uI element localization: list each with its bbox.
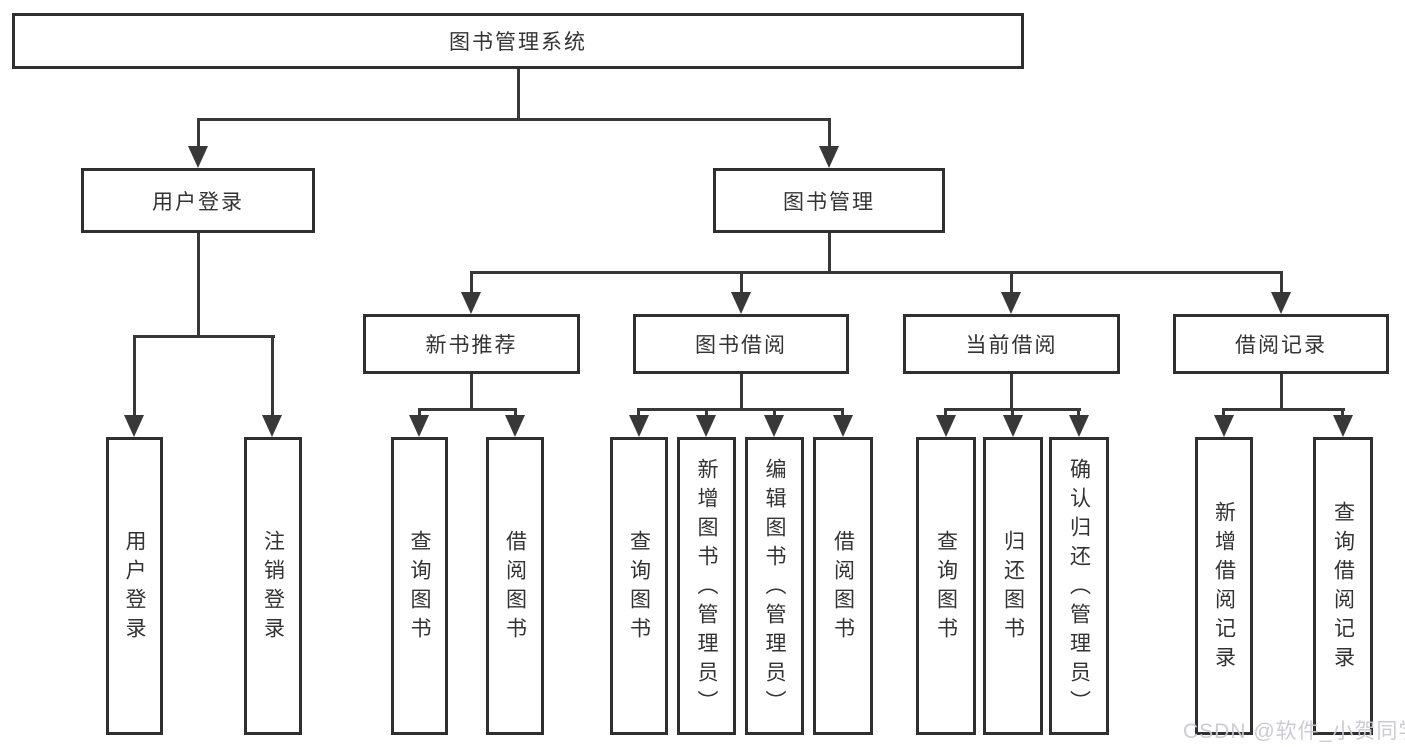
arrow-down-icon (936, 415, 956, 437)
connector-book-borrow-stem (740, 374, 743, 408)
node-book-management: 图书管理 (713, 168, 945, 233)
arrow-down-icon (1214, 415, 1234, 437)
connector-drop (944, 408, 947, 420)
leaf-query-borrow-record: 查询借阅记录 (1313, 437, 1373, 735)
arrow-down-icon (461, 292, 481, 314)
leaf-user-login: 用户登录 (106, 437, 163, 735)
connector-drop-leaf-logout (271, 335, 274, 419)
connector-drop-borrow-records (1280, 271, 1283, 297)
arrow-down-icon (696, 415, 716, 437)
connector-book-management-stem (828, 233, 831, 271)
watermark-text: CSDN @软件_小贺同学 (1183, 720, 1405, 743)
connector-drop (1222, 408, 1225, 420)
arrow-down-icon (1003, 415, 1023, 437)
arrow-down-icon (764, 415, 784, 437)
leaf-add-borrow-record: 新增借阅记录 (1195, 437, 1253, 735)
leaf-logout: 注销登录 (244, 437, 302, 735)
connector-root-stem (517, 69, 520, 120)
arrow-down-icon (1001, 292, 1021, 314)
arrow-down-icon (1271, 292, 1291, 314)
arrow-down-icon (1333, 415, 1353, 437)
arrow-down-icon (409, 415, 429, 437)
arrow-down-icon (833, 415, 853, 437)
connector-drop (705, 408, 708, 420)
connector-new-book-rail (418, 408, 517, 411)
arrow-down-icon (188, 146, 208, 168)
connector-level3-rail (470, 271, 1283, 274)
connector-drop-book-management (828, 118, 831, 150)
connector-level2-rail (197, 118, 831, 121)
connector-drop (637, 408, 640, 420)
arrow-down-icon (124, 415, 144, 437)
node-library-system: 图书管理系统 (12, 13, 1024, 69)
node-user-login: 用户登录 (81, 168, 315, 233)
connector-drop-current-borrow (1010, 271, 1013, 297)
arrow-down-icon (505, 415, 525, 437)
leaf-borrow-books: 借阅图书 (813, 437, 873, 735)
connector-drop-leaf-user-login (133, 335, 136, 419)
connector-drop (418, 408, 421, 420)
node-new-book-recommend: 新书推荐 (363, 314, 580, 374)
arrow-down-icon (731, 292, 751, 314)
connector-drop (1341, 408, 1344, 420)
connector-drop (841, 408, 844, 420)
connector-borrow-records-rail (1222, 408, 1345, 411)
connector-drop-user-login (197, 118, 200, 150)
leaf-add-book-admin: 新增图书（管理员） (677, 437, 736, 735)
arrow-down-icon (1069, 415, 1089, 437)
connector-current-borrow-stem (1010, 374, 1013, 408)
arrow-down-icon (819, 146, 839, 168)
connector-drop (514, 408, 517, 420)
node-borrow-records: 借阅记录 (1173, 314, 1389, 374)
leaf-return-book: 归还图书 (983, 437, 1043, 735)
connector-drop-new-book (470, 271, 473, 297)
leaf-borrow-books-recommend: 借阅图书 (486, 437, 544, 735)
connector-drop (773, 408, 776, 420)
connector-drop (1077, 408, 1080, 420)
arrow-down-icon (629, 415, 649, 437)
leaf-query-books-current: 查询图书 (916, 437, 976, 735)
connector-borrow-records-stem (1280, 374, 1283, 408)
connector-new-book-stem (470, 374, 473, 408)
arrow-down-icon (262, 415, 282, 437)
connector-drop (1011, 408, 1014, 420)
leaf-edit-book-admin: 编辑图书（管理员） (745, 437, 804, 735)
node-book-borrow: 图书借阅 (633, 314, 849, 374)
leaf-query-books-recommend: 查询图书 (391, 437, 448, 735)
connector-drop-book-borrow (740, 271, 743, 297)
connector-user-login-stem (197, 233, 200, 335)
leaf-query-books-borrow: 查询图书 (610, 437, 668, 735)
leaf-confirm-return-admin: 确认归还（管理员） (1049, 437, 1109, 735)
connector-book-borrow-rail (637, 408, 844, 411)
node-current-borrow: 当前借阅 (903, 314, 1120, 374)
connector-user-login-rail (133, 335, 275, 338)
